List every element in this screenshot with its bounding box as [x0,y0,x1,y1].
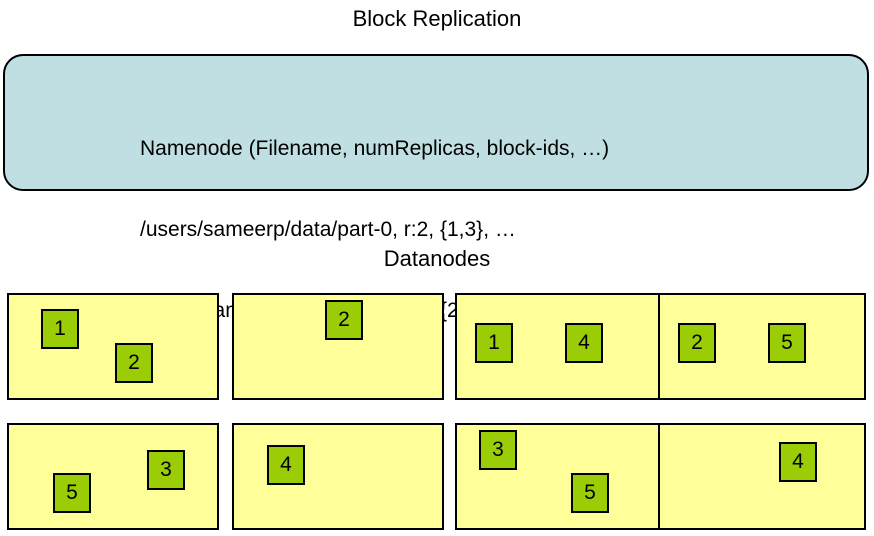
block-replica[interactable]: 1 [41,309,79,349]
block-replica[interactable]: 3 [147,450,185,490]
block-replica[interactable]: 4 [779,442,817,482]
block-replica[interactable]: 5 [53,473,91,513]
datanode-7[interactable]: 4 [658,423,866,530]
page-title: Block Replication [352,6,522,31]
datanode-5[interactable]: 4 [232,423,444,530]
block-replica[interactable]: 3 [479,430,517,470]
namenode-line-part-0: /users/sameerp/data/part-0, r:2, {1,3}, … [140,218,516,241]
block-replica[interactable]: 5 [768,323,806,363]
block-replica[interactable]: 5 [571,473,609,513]
datanodes-section-label: Datanodes [383,246,491,271]
block-replica[interactable]: 1 [475,323,513,363]
datanode-1[interactable]: 2 [232,293,444,400]
block-replica[interactable]: 2 [678,323,716,363]
block-replica[interactable]: 4 [565,323,603,363]
namenode-line-header: Namenode (Filename, numReplicas, block-i… [140,137,610,160]
block-replica[interactable]: 4 [267,445,305,485]
block-replica[interactable]: 2 [115,343,153,383]
block-replica[interactable]: 2 [325,300,363,340]
namenode-panel: Namenode (Filename, numReplicas, block-i… [3,54,869,322]
